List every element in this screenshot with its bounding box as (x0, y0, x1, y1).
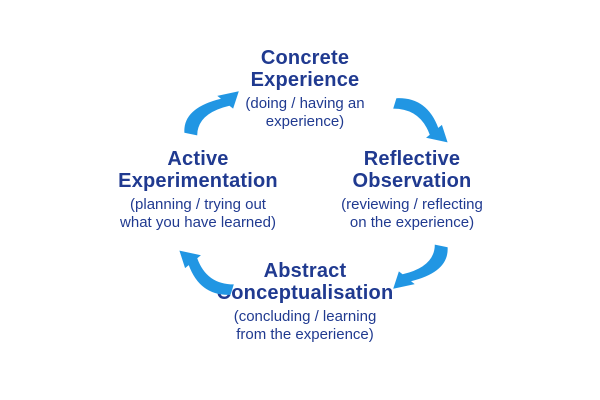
stage-title-line: Concrete (260, 47, 350, 69)
stage-title-line: Experimentation (118, 170, 278, 192)
cycle-arrow-up-left-icon (179, 250, 234, 295)
stage-subtitle-line: (doing / having an (245, 95, 365, 112)
stage-subtitle-line: on the experience) (349, 214, 475, 231)
stage-subtitle: (doing / having an experience) (245, 95, 364, 131)
stage-subtitle: (concluding / learning from the experien… (217, 308, 394, 344)
stage-title-line: Observation (352, 170, 472, 192)
stage-subtitle-line: from the experience) (236, 326, 374, 343)
stage-reflective-observation: Reflective Observation (reviewing / refl… (341, 148, 483, 232)
stage-title-line: Conceptualisation (216, 282, 394, 304)
stage-title-line: Active (167, 148, 229, 170)
stage-title-line: Experience (250, 69, 360, 91)
stage-subtitle-line: (concluding / learning (233, 308, 377, 325)
stage-active-experimentation: Active Experimentation (planning / tryin… (118, 148, 278, 232)
stage-title-line: Reflective (363, 148, 461, 170)
stage-abstract-conceptualisation: Abstract Conceptualisation (concluding /… (217, 260, 394, 344)
cycle-arrow-down-right-icon (393, 98, 448, 143)
cycle-arrow-down-left-icon (393, 244, 448, 289)
stage-subtitle-line: (planning / trying out (130, 196, 266, 213)
stage-subtitle: (reviewing / reflecting on the experienc… (341, 196, 483, 232)
stage-subtitle-line: experience) (265, 113, 345, 130)
stage-subtitle-line: (reviewing / reflecting (341, 196, 483, 213)
stage-subtitle: (planning / trying out what you have lea… (118, 196, 278, 232)
stage-concrete-experience: Concrete Experience (doing / having an e… (245, 47, 364, 131)
stage-subtitle-line: what you have learned) (120, 214, 276, 231)
cycle-arrow-up-right-icon (184, 91, 239, 136)
stage-title-line: Abstract (263, 260, 347, 282)
